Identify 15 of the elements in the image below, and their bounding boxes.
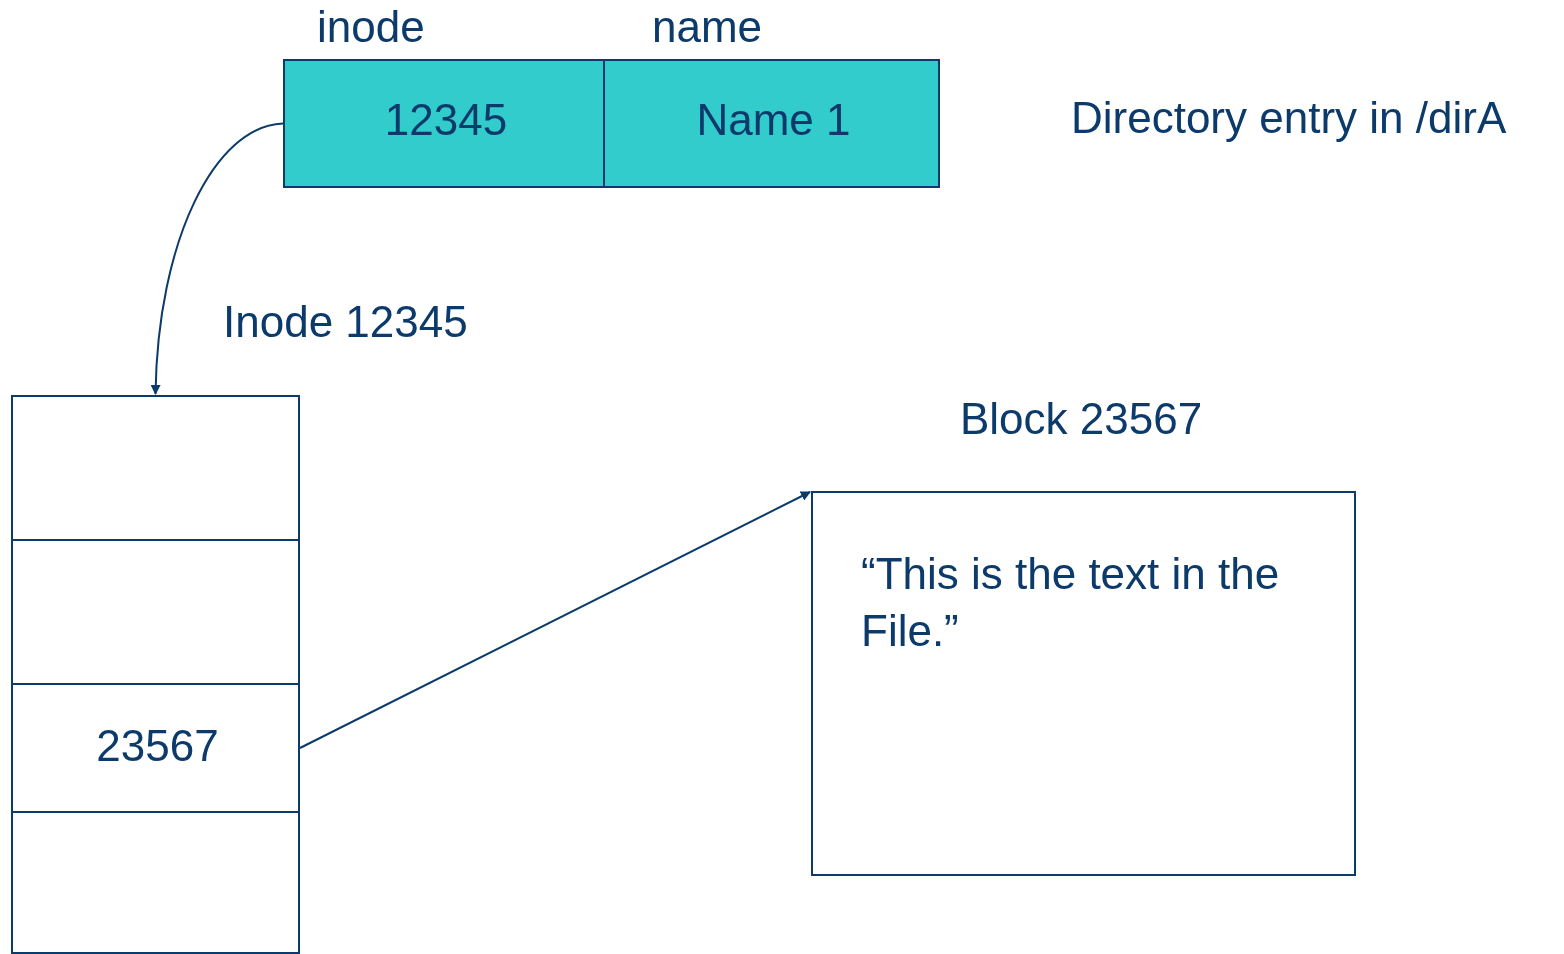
table-cell (11, 811, 300, 954)
arrow (150, 122, 284, 395)
table-cell (11, 539, 300, 685)
table-cell (11, 395, 300, 541)
cell-value: 23567 (95, 720, 220, 772)
table-cell (11, 683, 300, 813)
box-title: Block 23567 (960, 397, 1203, 441)
cell-value: Name 1 (695, 94, 852, 146)
caption-text: Directory entry in /dirA (1071, 96, 1507, 140)
cell-value: 12345 (383, 94, 509, 146)
box-title: Inode 12345 (223, 300, 468, 344)
arrow (299, 491, 811, 749)
block-text: “This is the text in the File.” (861, 548, 1281, 658)
column-heading: name (652, 5, 763, 49)
column-heading: inode (317, 5, 425, 49)
